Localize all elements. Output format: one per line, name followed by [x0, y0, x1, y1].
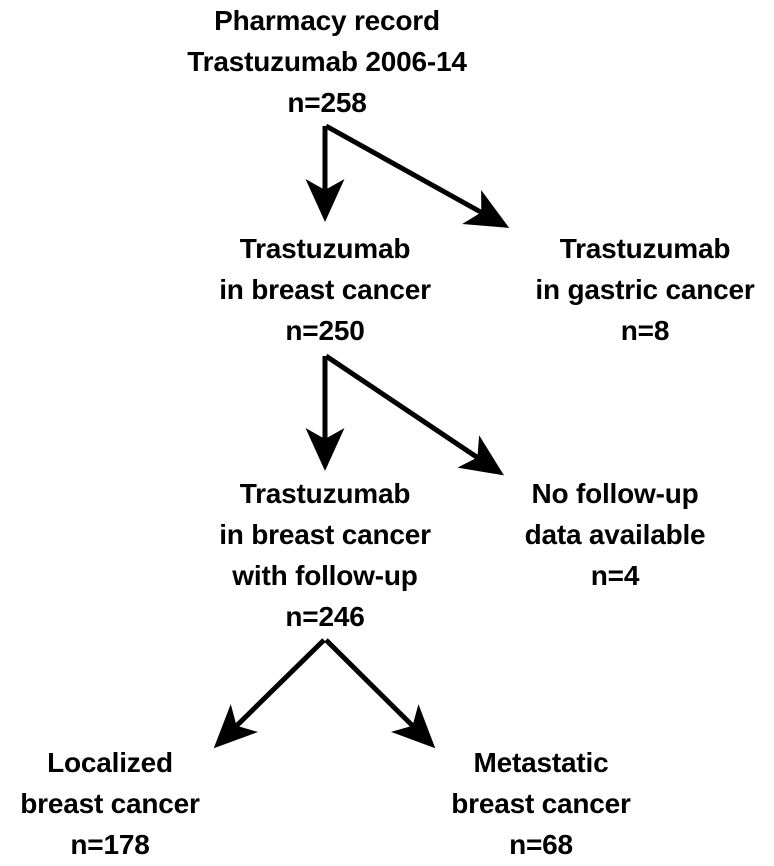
node-line: in breast cancer: [219, 274, 431, 305]
node-count: n=178: [70, 829, 150, 860]
node-line: data available: [524, 519, 706, 550]
node-line: Trastuzumab: [239, 233, 411, 264]
node-count: n=246: [285, 601, 365, 632]
node-count: n=8: [620, 315, 670, 346]
node-count: n=258: [287, 87, 367, 118]
node-line: Trastuzumab 2006-14: [187, 46, 467, 77]
node-pharmacy-record: Pharmacy record Trastuzumab 2006-14 n=25…: [187, 0, 467, 123]
node-line: in gastric cancer: [535, 274, 755, 305]
edge-root-to-gastric: [324, 123, 510, 228]
node-line: Trastuzumab: [239, 478, 411, 509]
node-metastatic-breast-cancer: Metastatic breast cancer n=68: [451, 742, 631, 865]
node-line: No follow-up: [531, 478, 699, 509]
node-line: Pharmacy record: [214, 5, 440, 36]
node-line: Localized: [47, 747, 173, 778]
node-localized-breast-cancer: Localized breast cancer n=178: [20, 742, 200, 865]
node-line: breast cancer: [20, 788, 200, 819]
node-trastuzumab-breast-with-followup: Trastuzumab in breast cancer with follow…: [219, 473, 431, 637]
edge-breast-to-nofollow: [324, 353, 504, 476]
edge-followup-to-metastatic: [324, 638, 436, 749]
node-trastuzumab-gastric-cancer: Trastuzumab in gastric cancer n=8: [535, 228, 754, 351]
node-count: n=4: [590, 560, 640, 591]
node-count: n=68: [509, 829, 573, 860]
node-line: with follow-up: [232, 560, 418, 591]
node-line: Metastatic: [473, 747, 609, 778]
node-line: in breast cancer: [219, 519, 431, 550]
node-line: Trastuzumab: [559, 233, 731, 264]
node-trastuzumab-breast-cancer: Trastuzumab in breast cancer n=250: [219, 228, 431, 351]
node-line: breast cancer: [451, 788, 631, 819]
node-count: n=250: [285, 315, 365, 346]
node-no-followup-data: No follow-up data available n=4: [525, 473, 706, 596]
edge-followup-to-localized: [213, 638, 326, 749]
